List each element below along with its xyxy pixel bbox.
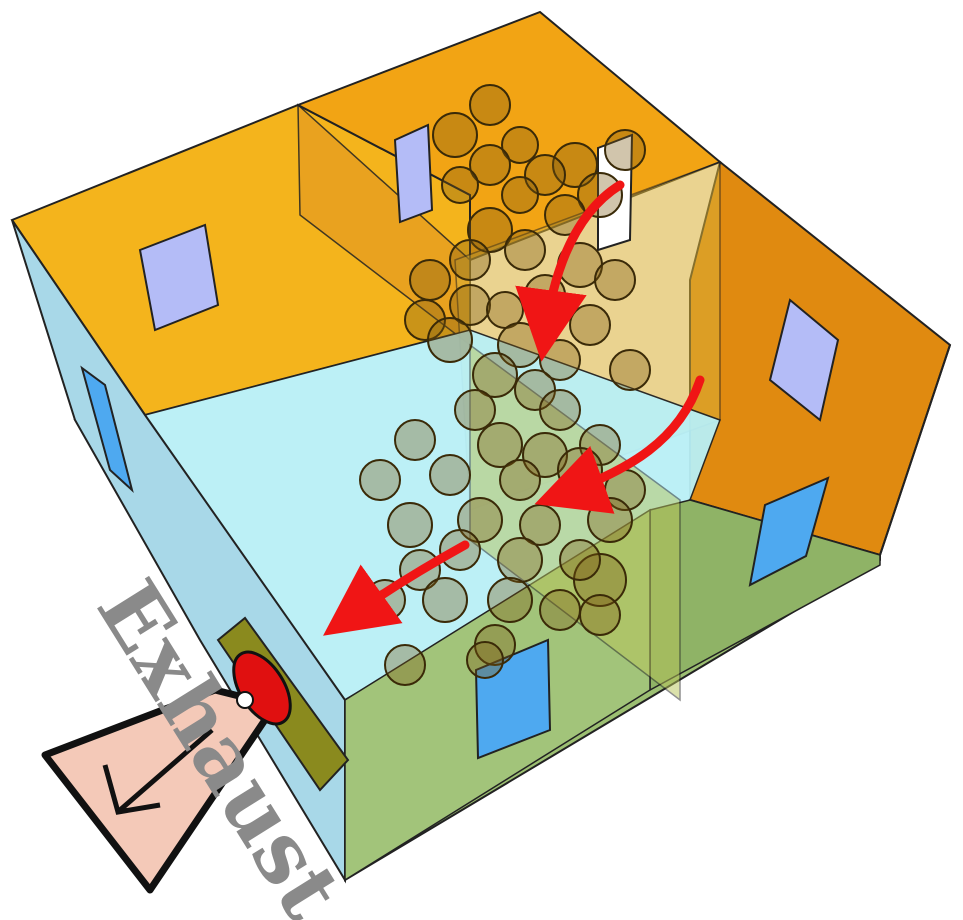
particle	[504, 229, 546, 271]
fan-hub	[236, 691, 254, 709]
flow-arrow-3	[323, 540, 470, 636]
particle	[422, 577, 468, 623]
particle	[384, 644, 426, 686]
particle	[394, 419, 436, 461]
particle	[441, 166, 479, 204]
particle	[359, 459, 401, 501]
particle	[457, 497, 503, 543]
particle	[587, 497, 633, 543]
particle	[487, 577, 533, 623]
particle	[539, 389, 581, 431]
particle	[432, 112, 478, 158]
window-front-center	[474, 638, 552, 760]
particle	[497, 537, 543, 583]
particle	[449, 239, 491, 281]
flow-arrow-2	[534, 375, 705, 514]
particle	[499, 459, 541, 501]
particle	[454, 389, 496, 431]
exhaust-fan	[41, 650, 292, 894]
particle	[404, 299, 446, 341]
particle	[604, 129, 646, 171]
particle	[539, 589, 581, 631]
particle	[472, 352, 518, 398]
particle	[467, 207, 513, 253]
window-back-center	[393, 123, 434, 224]
particle	[449, 284, 491, 326]
particle	[477, 422, 523, 468]
window-right	[768, 298, 840, 422]
particle	[387, 502, 433, 548]
particle	[466, 641, 504, 679]
particle	[559, 539, 601, 581]
particle	[469, 84, 511, 126]
particle	[609, 349, 651, 391]
window-back-left	[138, 223, 220, 332]
exhaust-direction-arrow	[118, 728, 214, 812]
particle	[569, 304, 611, 346]
particle	[501, 126, 539, 164]
window-front-right	[748, 476, 830, 587]
particle	[501, 176, 539, 214]
flow-arrows	[323, 180, 705, 636]
windows	[80, 123, 840, 760]
exhaust-arrowhead	[102, 764, 161, 815]
particle	[579, 594, 621, 636]
particle	[427, 317, 473, 363]
particle	[594, 259, 636, 301]
particle	[469, 144, 511, 186]
particle	[409, 259, 451, 301]
window-left-end	[80, 365, 134, 493]
particle	[429, 454, 471, 496]
flow-arrow-1	[515, 180, 625, 362]
